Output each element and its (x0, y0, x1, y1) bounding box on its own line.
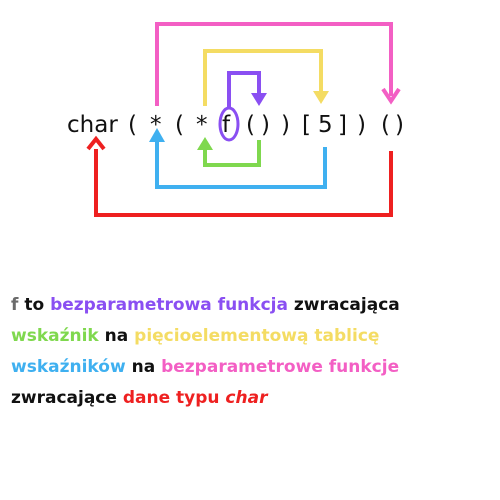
caption-to-array: na (98, 326, 135, 346)
yellow-arrow-head (313, 91, 329, 104)
caption-pointer: wskaźnik (11, 326, 99, 346)
declaration-tokens: char ( * ( * f ( ) ) [ 5 ] ) ( ) (67, 112, 404, 138)
caption-to-functions: na (125, 357, 162, 377)
caption-line-3: wskaźników na bezparametrowe funkcje (11, 352, 496, 383)
green-arrow-head (197, 137, 213, 150)
pink-arrow-line (155, 22, 393, 106)
red-arrow-line (94, 149, 393, 217)
yellow-arrow-line (203, 49, 323, 106)
caption-line-1: f to bezparametrowa funkcja zwracająca (11, 290, 496, 321)
purple-arrow-line (227, 71, 261, 108)
token-open-bracket: [ (302, 112, 311, 138)
token-star-2: * (196, 112, 208, 138)
caption-data-type: dane typu (122, 388, 226, 408)
caption-line-4: zwracające dane typu char (11, 383, 496, 414)
token-open-paren-2: ( (175, 112, 184, 138)
token-open-paren-3: ( (246, 112, 255, 138)
token-close-paren-4: ) (395, 112, 404, 138)
token-close-paren-3: ) (261, 112, 270, 138)
caption-functions: bezparametrowe funkcje (161, 357, 400, 377)
blue-arrow-head (149, 128, 165, 142)
token-close-paren-2: ) (281, 112, 290, 138)
token-open-paren-1: ( (128, 112, 137, 138)
caption-returning-plural: zwracające (11, 388, 123, 408)
token-char: char (67, 112, 118, 138)
token-f: f (222, 112, 231, 138)
caption-to: to (18, 295, 51, 315)
token-star-1: * (150, 112, 162, 138)
token-open-paren-4: ( (381, 112, 390, 138)
token-five: 5 (318, 112, 333, 138)
caption-function: bezparametrowa funkcja (50, 295, 288, 315)
purple-arrow-head (251, 93, 267, 106)
pink-arrow-head (381, 87, 401, 105)
caption-f: f (11, 295, 19, 315)
caption-returning: zwracająca (287, 295, 400, 315)
caption-line-2: wskaźnik na pięcioelementową tablicę (11, 321, 496, 352)
declaration-diagram: char ( * ( * f ( ) ) [ 5 ] ) ( ) (67, 22, 404, 217)
caption-char: char (225, 388, 268, 408)
red-arrow-head (86, 135, 106, 151)
blue-arrow-line (155, 141, 327, 189)
declaration-explanation: f to bezparametrowa funkcja zwracająca w… (11, 290, 496, 414)
green-arrow-line (203, 140, 261, 167)
token-close-paren-1: ) (357, 112, 366, 138)
caption-pointers: wskaźników (11, 357, 126, 377)
caption-array: pięcioelementową tablicę (134, 326, 380, 346)
token-close-bracket: ] (338, 112, 347, 138)
